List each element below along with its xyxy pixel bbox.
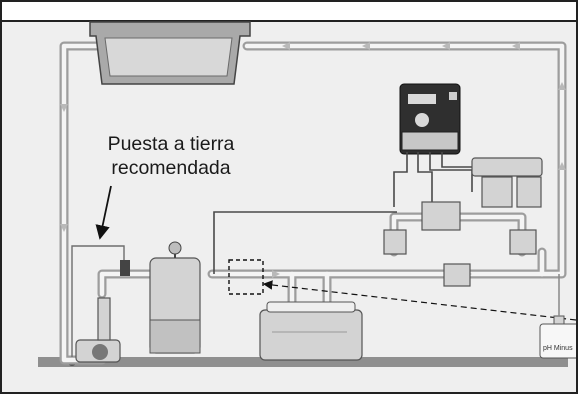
ph-minus-container: pH Minus	[539, 274, 576, 359]
controller-unit	[213, 83, 502, 274]
left-arrow-icon	[282, 42, 290, 50]
up-arrow-icon	[558, 162, 566, 170]
right-arrow-icon	[272, 270, 280, 278]
annotation-arrow	[95, 185, 112, 240]
grounding-annotation-line-1: Puesta a tierra	[107, 133, 235, 155]
down-arrow-icon	[60, 224, 68, 232]
heat-pump	[259, 301, 363, 361]
grounding-annotation: Puesta a tierra recomendada	[76, 132, 266, 180]
grounding-annotation-line-2: recomendada	[111, 157, 231, 179]
pump	[71, 245, 130, 363]
left-arrow-icon	[362, 42, 370, 50]
up-arrow-icon	[558, 82, 566, 90]
ph-minus-label: pH Minus	[543, 345, 573, 352]
top-strip	[2, 2, 576, 22]
highlight-box	[228, 259, 264, 295]
pool-basin	[89, 21, 251, 85]
leader-dashed-arrow	[262, 280, 576, 321]
left-arrow-icon	[442, 42, 450, 50]
electrolysis-cell	[383, 157, 543, 287]
down-arrow-icon	[60, 104, 68, 112]
filter-tank	[149, 241, 201, 354]
floor-base	[38, 357, 568, 367]
left-arrow-icon	[512, 42, 520, 50]
